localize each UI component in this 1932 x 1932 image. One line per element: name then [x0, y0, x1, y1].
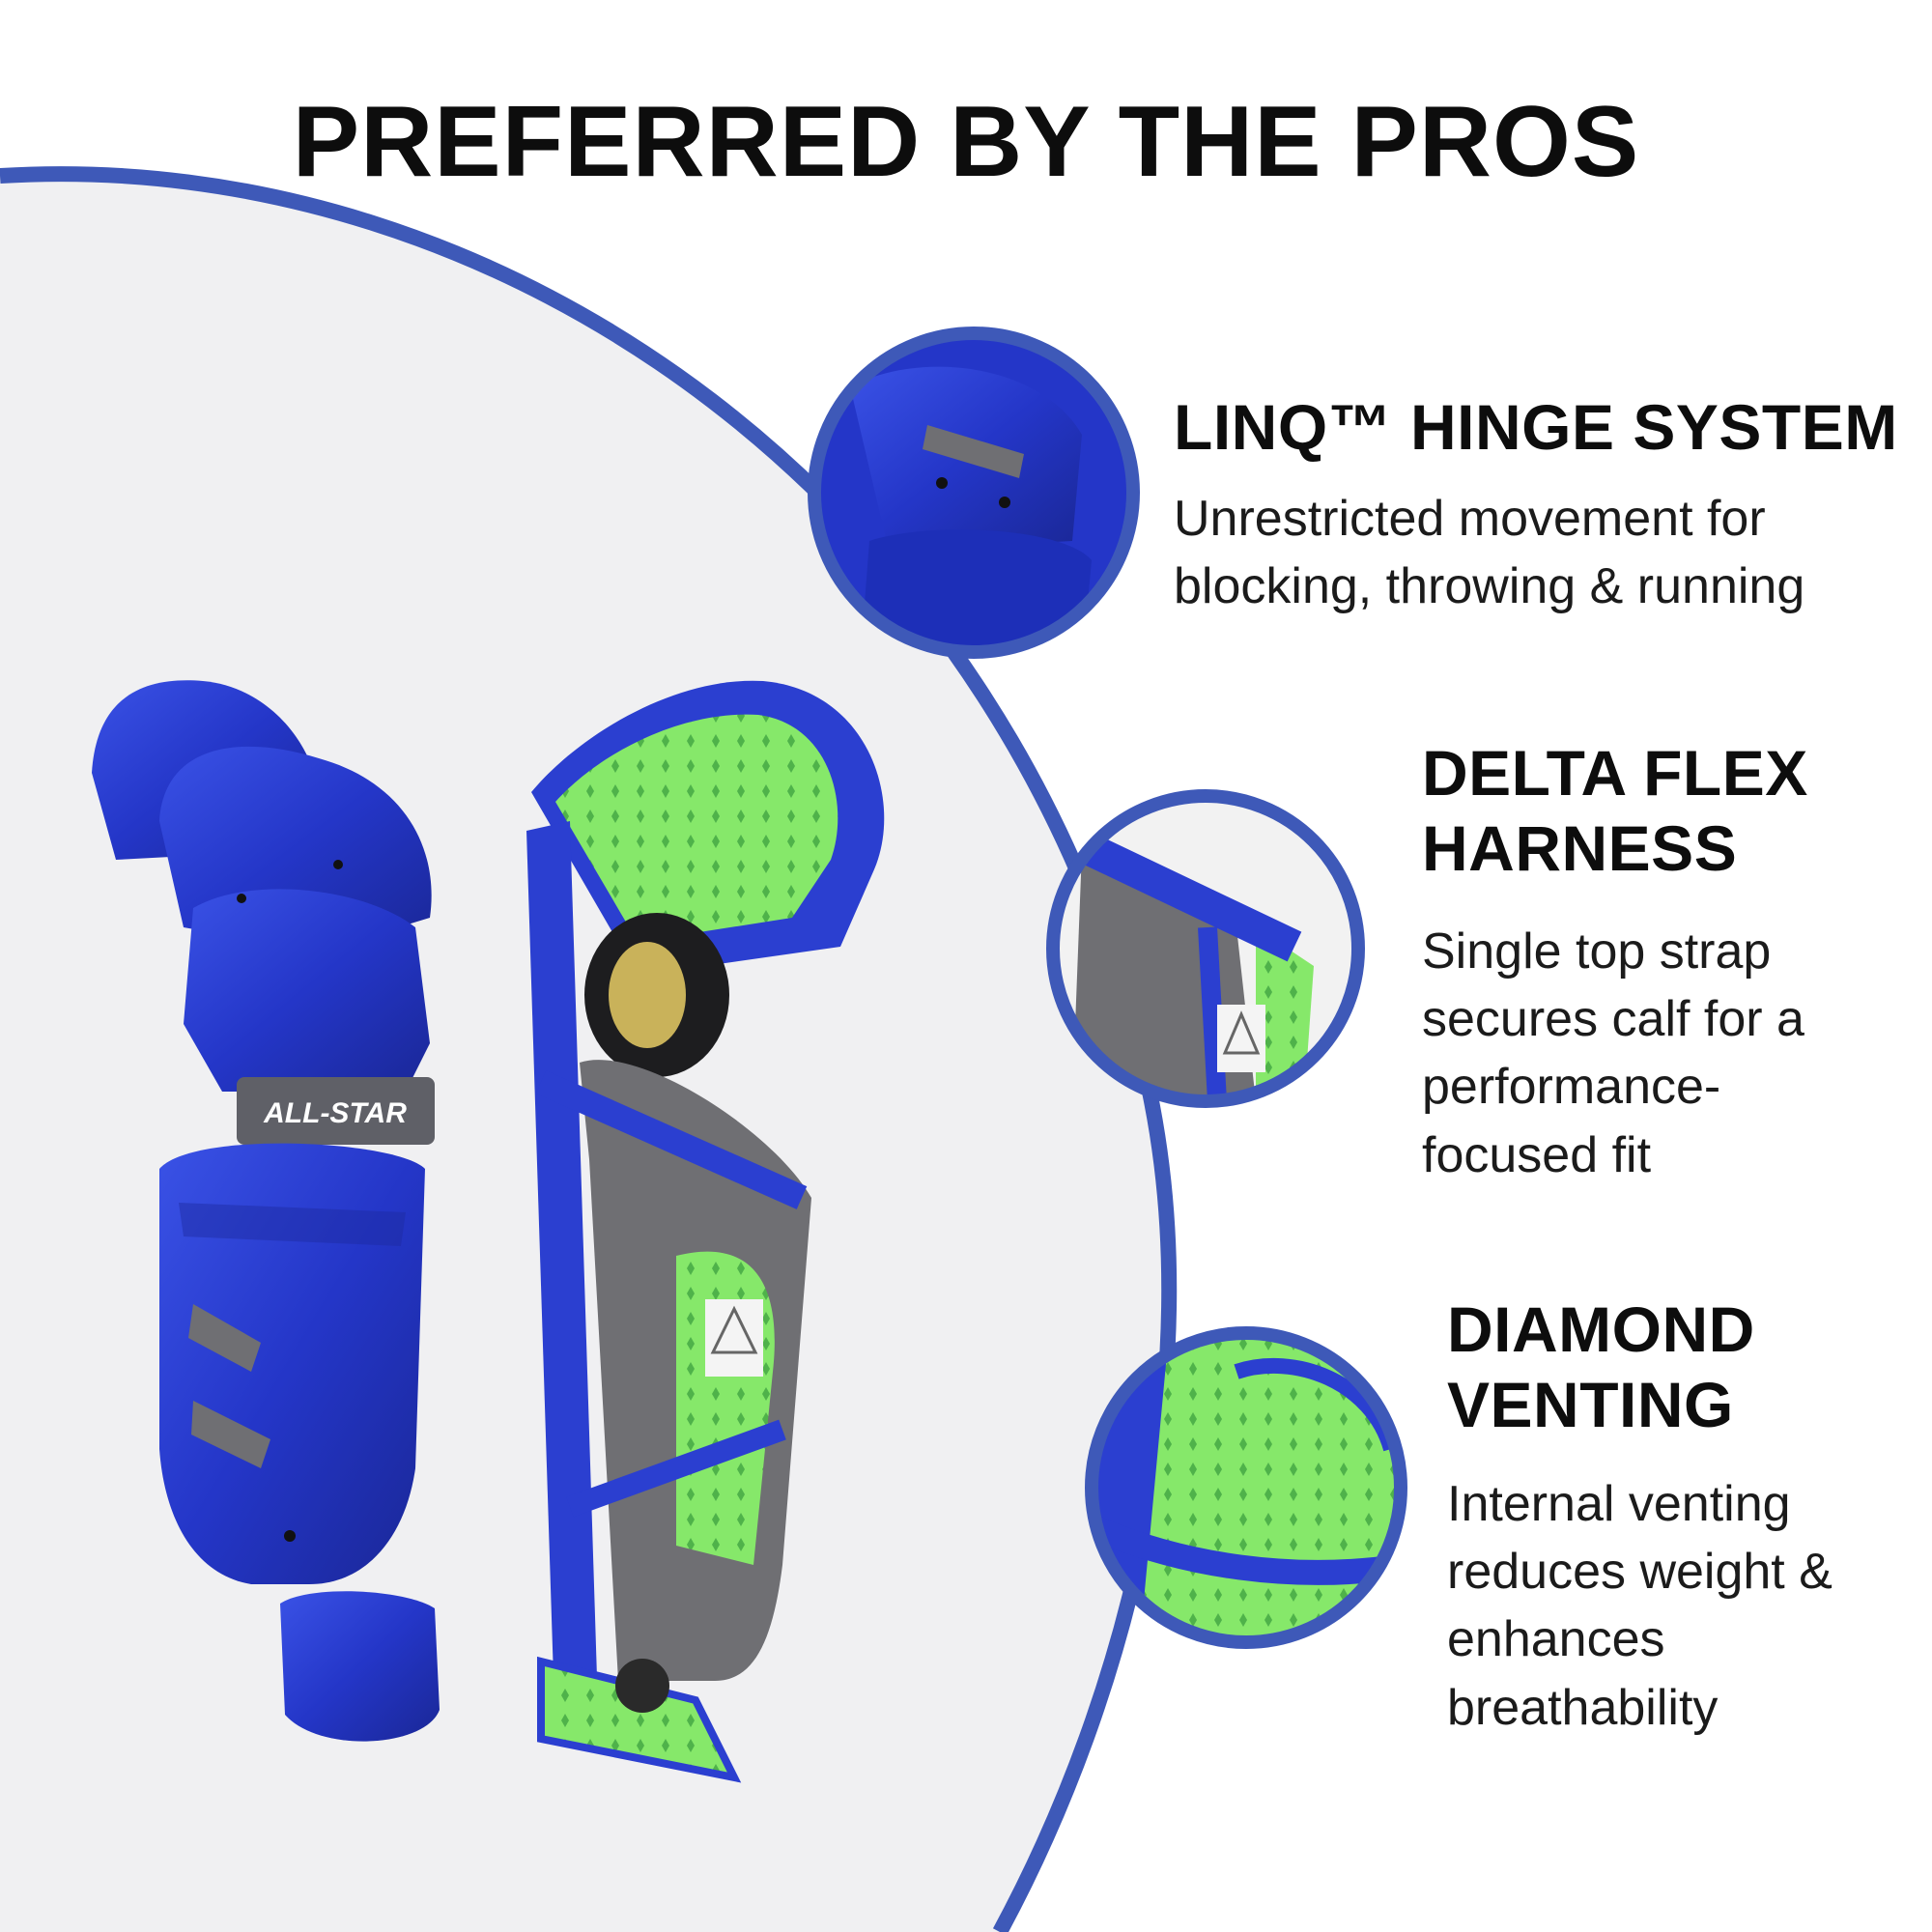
- feature-desc-line: secures calf for a: [1422, 991, 1804, 1048]
- feature-desc-hinge: Unrestricted movement for blocking, thro…: [1174, 485, 1804, 620]
- feature-desc-line: breathability: [1447, 1679, 1719, 1736]
- feature-title-line: LINQ™ HINGE SYSTEM: [1174, 391, 1898, 463]
- feature-desc-line: Unrestricted movement for: [1174, 491, 1766, 547]
- feature-title-line: HARNESS: [1422, 811, 1738, 884]
- detail-circle-harness: [1046, 789, 1365, 1108]
- feature-title-line: DIAMOND: [1447, 1293, 1755, 1365]
- feature-title-venting: DIAMOND VENTING: [1447, 1293, 1755, 1443]
- feature-title-line: DELTA FLEX: [1422, 737, 1808, 809]
- feature-desc-line: enhances: [1447, 1611, 1665, 1668]
- feature-desc-line: performance-: [1422, 1059, 1721, 1116]
- feature-desc-line: blocking, throwing & running: [1174, 558, 1805, 615]
- feature-desc-line: reduces weight &: [1447, 1544, 1833, 1601]
- brand-mark: ALL-STAR: [263, 1097, 407, 1129]
- feature-title-line: VENTING: [1447, 1368, 1734, 1440]
- feature-title-hinge: LINQ™ HINGE SYSTEM: [1174, 390, 1898, 466]
- page-headline: PREFERRED BY THE PROS: [292, 86, 1640, 198]
- detail-circle-venting: [1085, 1326, 1407, 1649]
- feature-desc-harness: Single top strap secures calf for a perf…: [1422, 918, 1804, 1189]
- detail-circle-hinge: [808, 327, 1140, 659]
- feature-desc-line: focused fit: [1422, 1126, 1652, 1183]
- leg-guard-front: ALL-STAR: [92, 680, 440, 1742]
- feature-desc-line: Internal venting: [1447, 1476, 1791, 1532]
- feature-title-harness: DELTA FLEX HARNESS: [1422, 736, 1808, 887]
- leg-guard-inner: [526, 680, 885, 1783]
- feature-desc-venting: Internal venting reduces weight & enhanc…: [1447, 1470, 1833, 1742]
- feature-desc-line: Single top strap: [1422, 923, 1772, 980]
